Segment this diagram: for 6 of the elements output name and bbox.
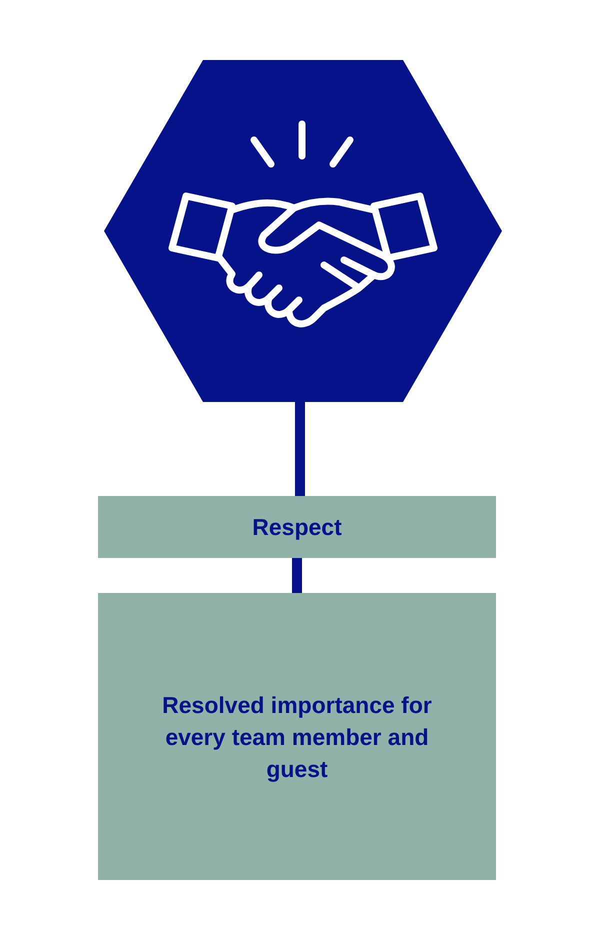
- text-box: [98, 496, 496, 558]
- text-box: [98, 593, 496, 880]
- box-text: Resolved importance for every team member and guest: [161, 690, 433, 784]
- box-text: Respect: [252, 513, 342, 542]
- connector-line: [295, 402, 305, 496]
- connector-line: [292, 558, 302, 593]
